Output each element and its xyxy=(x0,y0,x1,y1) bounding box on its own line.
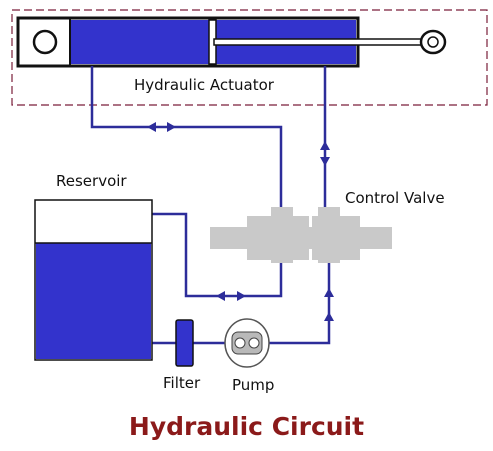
flow-arrow-icon xyxy=(237,291,246,301)
pump-gear-icon xyxy=(231,331,263,355)
cylinder-chamber-right xyxy=(216,20,356,39)
reservoir-label: Reservoir xyxy=(56,172,127,190)
pipe-actuator-to-valve-left xyxy=(90,66,283,208)
flow-arrow-icon xyxy=(320,141,330,150)
flow-arrow-icon xyxy=(216,291,225,301)
pipe-reservoir-supply xyxy=(152,212,283,298)
cylinder-chamber-left xyxy=(70,20,210,64)
pipe-pump-to-valve xyxy=(269,262,331,345)
flow-arrow-icon xyxy=(167,122,176,132)
flow-arrow-icon xyxy=(324,312,334,321)
control-valve xyxy=(210,207,392,263)
filter-body xyxy=(175,319,194,367)
actuator-frame xyxy=(11,9,488,106)
control-valve-label: Control Valve xyxy=(345,189,445,207)
pump xyxy=(224,318,270,368)
flow-arrows xyxy=(147,122,334,321)
rod-eye-hole xyxy=(427,36,439,48)
filter-label: Filter xyxy=(163,374,201,392)
mount-eye-left xyxy=(32,29,58,55)
hydraulic-actuator xyxy=(16,16,447,68)
flow-arrow-icon xyxy=(147,122,156,132)
valve-stem-left xyxy=(271,207,293,263)
filter xyxy=(175,319,194,367)
diagram-title: Hydraulic Circuit xyxy=(128,412,365,441)
actuator-label: Hydraulic Actuator xyxy=(134,76,275,94)
valve-stem-right xyxy=(318,207,340,263)
flow-arrow-icon xyxy=(320,157,330,166)
cylinder-chamber-right-lower xyxy=(216,45,356,64)
flow-arrow-icon xyxy=(324,288,334,297)
pump-label: Pump xyxy=(232,376,274,394)
reservoir-fluid xyxy=(36,243,151,359)
reservoir xyxy=(34,199,153,361)
piston-rod xyxy=(213,38,427,46)
